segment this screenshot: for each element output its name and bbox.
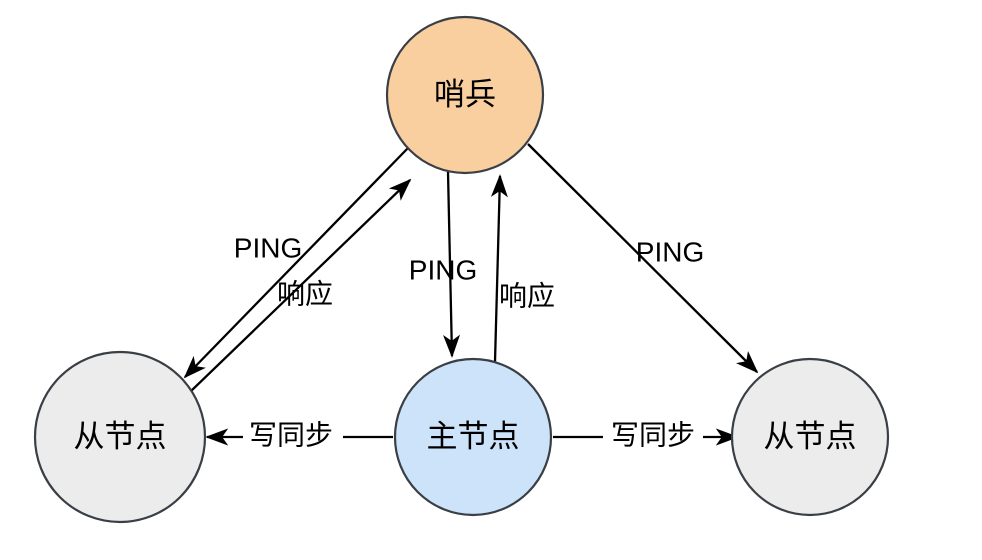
edge-line-response-master [490,174,508,363]
edge-label-response-master: 响应 [499,280,555,311]
edge-label-sync-left: 写同步 [249,419,333,450]
node-master[interactable]: 主节点 [393,357,553,517]
slave-right-circle[interactable] [730,357,890,517]
edge-ping-sentinel-slave-right: PING [527,143,759,374]
edge-response-slave-left-sentinel: 响应 [189,178,412,393]
edge-label-ping-left: PING [234,232,302,263]
node-sentinel[interactable]: 哨兵 [385,15,545,175]
edge-ping-sentinel-master: PING [409,171,477,358]
edge-sync-master-slave-right: 写同步 [553,419,739,450]
edge-ping-sentinel-slave-left: PING [183,147,409,379]
edge-label-ping-right: PING [636,236,704,267]
sentinel-label: 哨兵 [434,77,496,112]
sentinel-circle[interactable] [385,15,545,175]
edge-line-ping-master [443,171,461,358]
node-slave-right[interactable]: 从节点 [730,357,890,517]
edge-label-response-left: 响应 [277,278,333,309]
edge-sync-master-slave-left: 写同步 [205,419,393,450]
slave-right-label: 从节点 [764,419,857,454]
edge-label-sync-right: 写同步 [611,419,695,450]
edge-line-ping-left [183,147,409,379]
edge-label-ping-master: PING [409,254,477,285]
node-slave-left[interactable]: 从节点 [33,350,207,524]
slave-left-label: 从节点 [74,419,167,454]
slave-left-circle[interactable] [33,350,207,524]
edge-line-response-left [189,178,412,393]
edge-response-master-sentinel: 响应 [490,174,555,363]
master-circle[interactable] [393,357,553,517]
master-label: 主节点 [427,419,520,454]
edge-line-ping-right [527,143,759,374]
